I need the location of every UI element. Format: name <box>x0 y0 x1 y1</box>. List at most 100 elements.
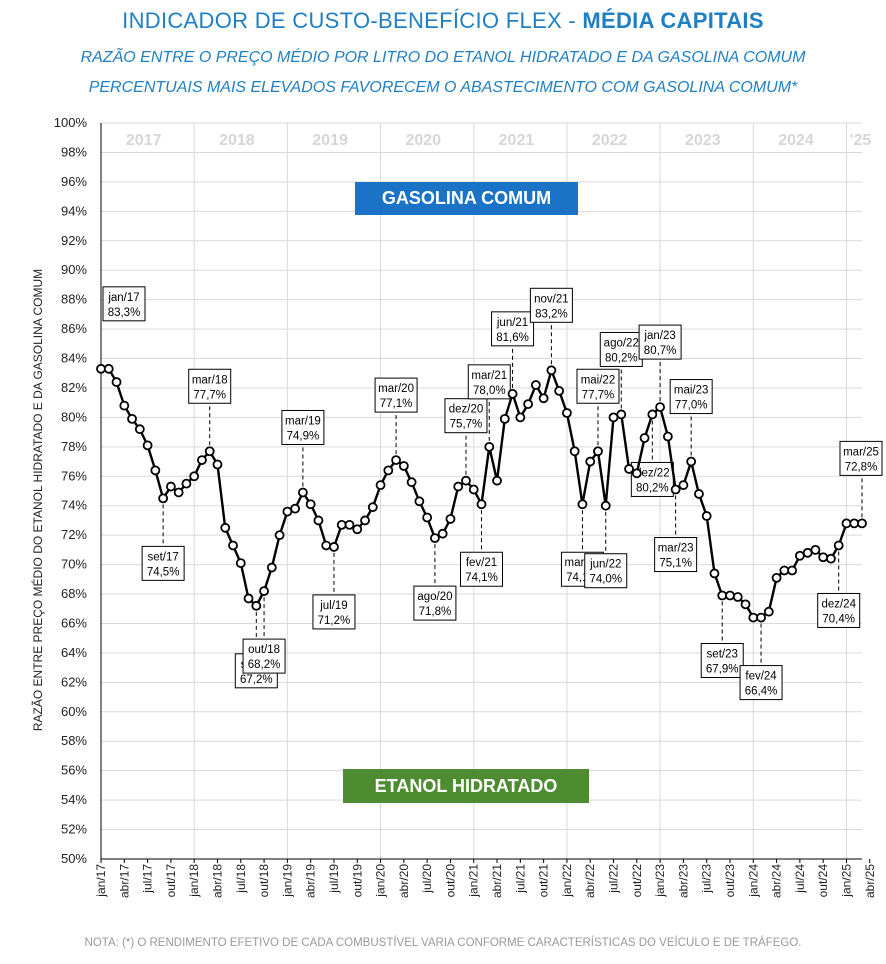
x-tick-label: jul/24 <box>793 864 807 894</box>
y-tick-label: 78% <box>61 439 87 454</box>
data-point <box>756 612 766 623</box>
data-point <box>624 464 634 474</box>
data-point <box>344 519 355 530</box>
data-point <box>771 572 782 583</box>
data-point <box>414 496 425 507</box>
annotation-value: 78,0% <box>473 385 506 397</box>
data-point <box>134 424 145 435</box>
data-point <box>585 456 596 467</box>
data-point <box>841 518 852 529</box>
x-tick-label: out/20 <box>443 864 457 898</box>
x-tick-label: abr/21 <box>490 864 504 898</box>
annotation-month: mar/18 <box>192 374 228 386</box>
data-point <box>103 363 114 374</box>
data-point <box>523 399 533 410</box>
chart-title-bold: MÉDIA CAPITAIS <box>582 8 764 33</box>
y-tick-label: 76% <box>61 468 87 483</box>
data-point <box>336 519 347 530</box>
y-tick-label: 56% <box>61 763 87 778</box>
y-axis-label: RAZÃO ENTRE PREÇO MÉDIO DO ETANOL HIDRAT… <box>31 268 45 732</box>
data-point <box>468 484 479 495</box>
data-point <box>360 515 370 526</box>
annotation-month: mai/23 <box>674 385 709 397</box>
data-point <box>398 461 409 471</box>
data-point <box>748 612 759 623</box>
data-point <box>329 542 339 552</box>
data-point <box>197 455 207 465</box>
data-point <box>678 480 689 491</box>
data-point <box>530 380 541 390</box>
data-point <box>787 565 798 576</box>
y-tick-label: 94% <box>61 203 87 218</box>
data-point <box>740 599 751 610</box>
annotation-month: jan/17 <box>107 292 139 304</box>
annotation-value: 80,7% <box>644 345 677 357</box>
data-point <box>290 503 301 514</box>
data-point <box>220 522 231 533</box>
annotation-month: out/18 <box>248 644 280 656</box>
y-tick-label: 70% <box>61 557 87 572</box>
annotation-box <box>491 311 535 347</box>
y-tick-label: 90% <box>61 262 87 277</box>
x-tick-label: jul/18 <box>234 864 248 894</box>
data-point <box>282 506 293 517</box>
annotation-box <box>460 551 503 587</box>
x-tick-label: jul/23 <box>700 864 714 894</box>
data-point <box>259 586 269 596</box>
annotation-value: 70,4% <box>822 613 855 625</box>
data-point <box>96 363 106 374</box>
annotation-value: 75,1% <box>659 558 692 570</box>
annotation-value: 83,3% <box>108 307 141 319</box>
data-point <box>445 514 456 524</box>
chart-subtitle-2: PERCENTUAIS MAIS ELEVADOS FAVORECEM O AB… <box>88 79 798 96</box>
annotation-month: set/17 <box>147 551 178 563</box>
annotation-month: mar/20 <box>378 383 414 395</box>
annotation-box <box>700 643 744 679</box>
data-point <box>437 528 448 539</box>
x-tick-label: out/22 <box>630 864 644 898</box>
annotation-month: jan/23 <box>643 330 675 342</box>
x-tick-label: abr/20 <box>397 864 411 898</box>
x-tick-label: jul/17 <box>141 864 155 894</box>
data-point <box>499 413 510 424</box>
data-point <box>616 409 627 420</box>
data-point <box>313 515 324 526</box>
annotation-month: set/23 <box>707 649 738 661</box>
data-point <box>538 393 549 404</box>
annotation-month: ago/22 <box>604 337 639 349</box>
x-tick-label: jul/21 <box>513 864 527 894</box>
data-point <box>142 440 153 451</box>
annotation-value: 77,0% <box>675 400 708 412</box>
data-point <box>305 499 316 510</box>
data-point <box>406 477 417 488</box>
data-point <box>546 365 557 376</box>
data-point <box>173 487 184 498</box>
annotation-value: 74,1% <box>465 572 498 584</box>
data-point <box>383 465 394 476</box>
data-point <box>150 465 161 476</box>
data-point <box>608 412 619 423</box>
annotations: jan/1783,3%set/1774,5%mar/1877,7%set/186… <box>100 286 883 701</box>
annotation-box <box>839 440 883 476</box>
data-point <box>492 475 502 486</box>
data-point <box>515 412 526 423</box>
data-point <box>127 413 137 424</box>
data-point <box>857 518 867 529</box>
data-point <box>391 455 401 465</box>
x-tick-label: abr/19 <box>304 864 318 898</box>
year-label: 2021 <box>499 132 535 149</box>
x-tick-label: out/17 <box>164 864 178 898</box>
year-label: 2019 <box>312 132 348 149</box>
x-tick-label: abr/23 <box>676 864 690 898</box>
x-tick-label: abr/22 <box>583 864 597 898</box>
x-tick-label: out/21 <box>537 864 551 898</box>
data-point <box>243 593 254 604</box>
annotation-value: 67,9% <box>706 664 739 676</box>
annotation-value: 77,1% <box>380 398 413 410</box>
data-point <box>717 590 728 601</box>
annotation-month: mai/22 <box>581 374 616 386</box>
data-point <box>430 533 440 544</box>
x-tick-label: out/19 <box>350 864 364 898</box>
annotation-month: jun/22 <box>589 559 621 571</box>
data-point <box>228 540 238 551</box>
